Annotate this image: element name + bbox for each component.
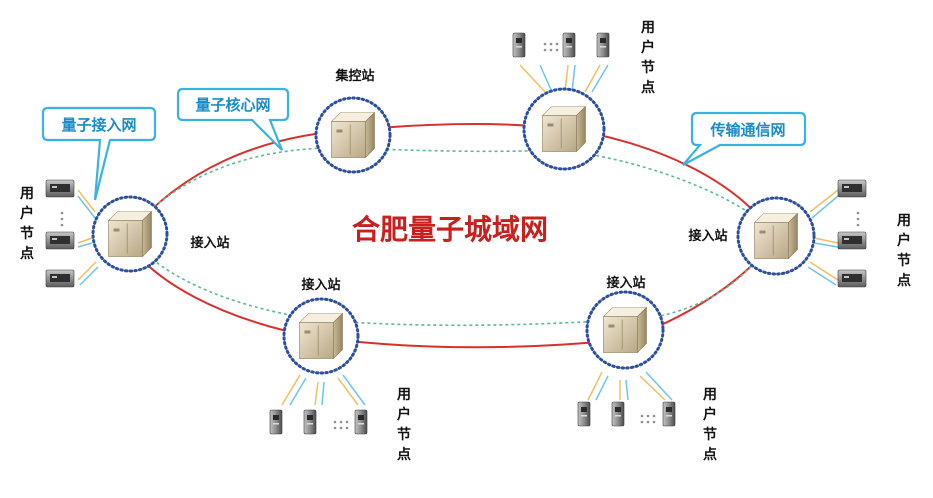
svg-text:节: 节 xyxy=(397,426,411,443)
user-device-r-3 xyxy=(837,269,867,288)
svg-text:用: 用 xyxy=(703,387,717,403)
svg-text:用: 用 xyxy=(20,186,34,202)
callout-core-net: 量子核心网 xyxy=(176,87,290,151)
user-device-tr-1 xyxy=(512,32,526,58)
callout-core-net-text: 量子核心网 xyxy=(195,96,270,114)
station-label-access-left: 接入站 xyxy=(190,235,229,251)
user-device-l-1 xyxy=(45,179,75,198)
user-device-bl-2 xyxy=(303,409,317,435)
user-label-bottom-right: 用 户 节 点 xyxy=(703,387,717,463)
user-device-l-3 xyxy=(45,269,75,288)
user-devices xyxy=(45,32,867,435)
station-node-access-bottom-right xyxy=(585,290,665,370)
user-label-bottom-left: 用 户 节 点 xyxy=(397,387,411,463)
station-node-control xyxy=(314,96,392,174)
svg-text:点: 点 xyxy=(703,446,717,463)
station-label-access-bottom-left: 接入站 xyxy=(301,277,340,293)
svg-text:户: 户 xyxy=(20,205,34,222)
user-device-bl-3 xyxy=(354,409,368,435)
user-device-r-2 xyxy=(837,231,867,250)
user-label-right: 用 户 节 点 xyxy=(897,213,911,289)
callout-transport-net-text: 传输通信网 xyxy=(709,121,785,139)
station-label-access-right: 接入站 xyxy=(688,228,727,244)
callout-transport-net: 传输通信网 xyxy=(682,111,807,166)
svg-text:点: 点 xyxy=(897,272,911,289)
station-node-top-right xyxy=(522,87,606,171)
user-device-br-3 xyxy=(662,401,676,427)
station-node-access-right xyxy=(736,196,816,276)
diagram-title: 合肥量子城域网 xyxy=(352,213,548,246)
svg-text:户: 户 xyxy=(641,39,655,56)
station-label-access-bottom-right: 接入站 xyxy=(606,275,645,291)
svg-text:用: 用 xyxy=(897,213,911,229)
user-device-tr-2 xyxy=(562,32,576,58)
user-device-r-1 xyxy=(837,179,867,198)
user-device-tr-3 xyxy=(596,32,610,58)
user-device-l-2 xyxy=(45,231,75,250)
svg-text:节: 节 xyxy=(641,59,655,76)
svg-text:点: 点 xyxy=(641,79,655,96)
svg-text:户: 户 xyxy=(897,232,911,249)
svg-text:户: 户 xyxy=(397,406,411,423)
callout-access-net: 量子接入网 xyxy=(41,106,157,201)
user-label-left: 用 户 节 点 xyxy=(20,186,34,262)
user-device-bl-1 xyxy=(269,409,283,435)
svg-text:用: 用 xyxy=(397,387,411,403)
callout-access-net-text: 量子接入网 xyxy=(61,116,136,134)
user-device-br-2 xyxy=(611,401,625,427)
svg-text:节: 节 xyxy=(703,426,717,443)
svg-text:户: 户 xyxy=(703,406,717,423)
svg-text:点: 点 xyxy=(20,245,34,262)
station-node-access-left xyxy=(91,195,169,273)
user-device-br-1 xyxy=(577,401,591,427)
svg-text:点: 点 xyxy=(397,446,411,463)
user-label-top-right: 用 户 节 点 xyxy=(641,20,655,96)
ellipsis-dots xyxy=(60,42,860,430)
svg-text:节: 节 xyxy=(20,225,34,242)
station-nodes xyxy=(91,87,816,375)
svg-text:用: 用 xyxy=(641,20,655,36)
station-label-control: 集控站 xyxy=(334,68,374,84)
user-node-links xyxy=(77,64,839,406)
svg-text:节: 节 xyxy=(897,252,911,269)
station-node-access-bottom-left xyxy=(282,297,360,375)
